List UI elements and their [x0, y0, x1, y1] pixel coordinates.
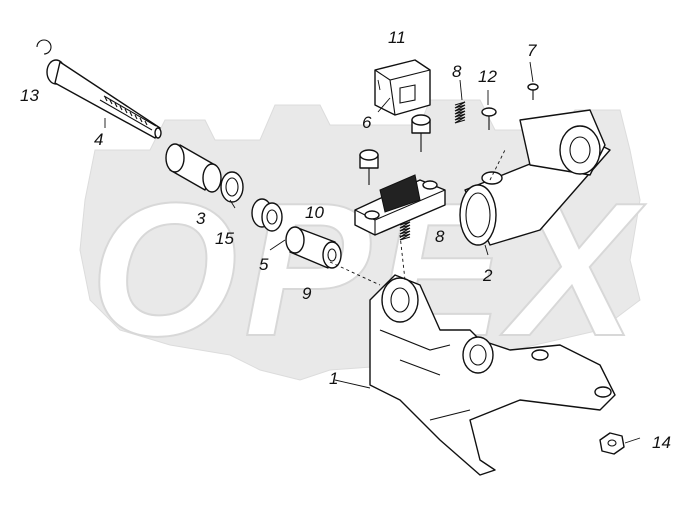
callout-labels: 1 2 3 4 5 6 7 8 8 9 10 11 12 13 14 15 — [20, 28, 671, 452]
callout-8-upper: 8 — [452, 62, 462, 81]
callout-9: 9 — [302, 284, 312, 303]
callout-6: 6 — [362, 113, 372, 132]
callout-11: 11 — [388, 28, 406, 47]
part-4-axle-pin — [46, 59, 162, 139]
part-13-retaining-ring — [36, 39, 52, 55]
callout-3: 3 — [196, 209, 206, 228]
part-12-fitting — [481, 107, 497, 130]
part-14-nut — [599, 432, 625, 455]
part-15-washer — [220, 171, 244, 203]
callout-4: 4 — [94, 130, 103, 149]
callout-1: 1 — [329, 369, 338, 388]
part-1-bracket — [369, 274, 616, 476]
part-10-seal-ring — [251, 198, 283, 232]
part-3-bushing — [165, 143, 222, 193]
callout-5: 5 — [259, 255, 269, 274]
part-8-spring-lower — [399, 221, 411, 241]
callout-12: 12 — [478, 67, 497, 86]
part-8-spring-upper — [454, 101, 466, 124]
callout-2: 2 — [482, 266, 493, 285]
callout-10: 10 — [305, 203, 324, 222]
bolts-upper — [359, 114, 431, 185]
part-5-bushing — [285, 226, 342, 269]
part-2-lever-sleeve — [459, 109, 611, 246]
leader-lines — [104, 61, 641, 444]
part-11-upper-plate — [374, 59, 431, 116]
callout-8-lower: 8 — [435, 227, 445, 246]
callout-14: 14 — [652, 433, 671, 452]
callout-7: 7 — [527, 41, 537, 60]
part-7-cap — [527, 83, 539, 100]
watermark-text: OPEX — [90, 164, 646, 376]
part-6-pad — [354, 174, 446, 236]
callout-13: 13 — [20, 86, 39, 105]
callout-15: 15 — [215, 229, 234, 248]
